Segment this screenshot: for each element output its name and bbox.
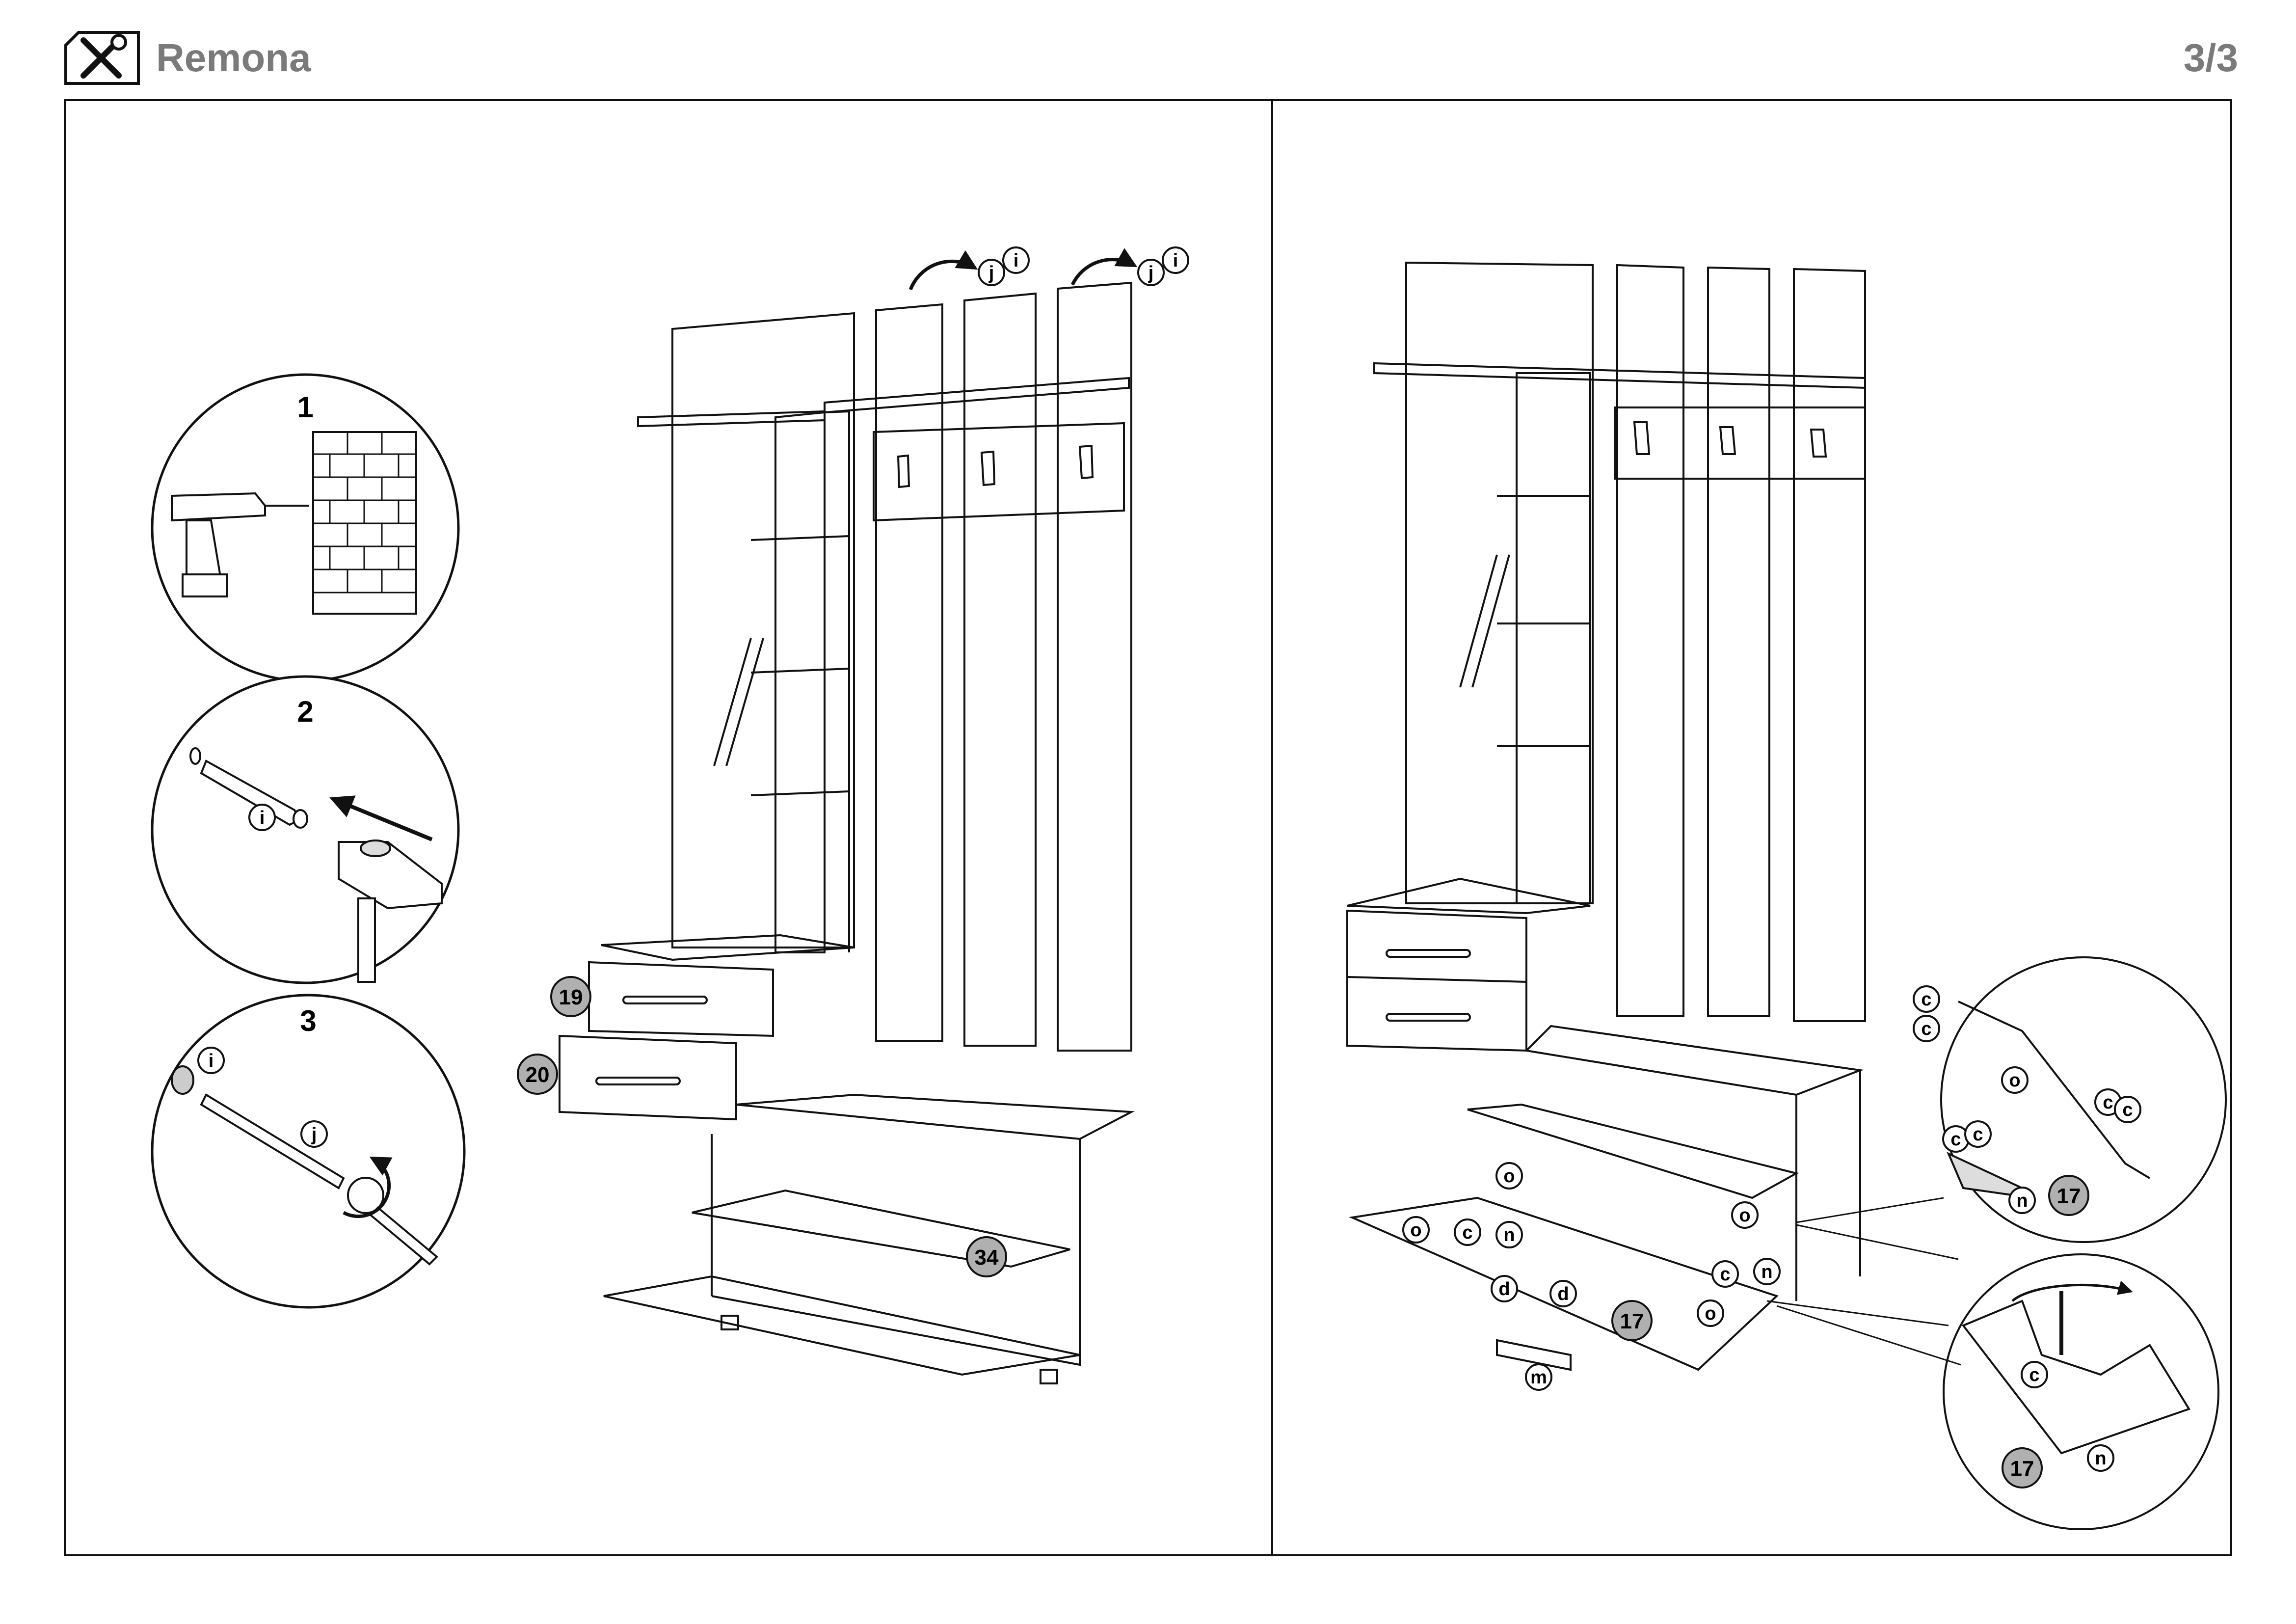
hardware-c-label: c (2029, 1365, 2039, 1385)
hardware-o-label: o (1705, 1303, 1716, 1324)
wardrobe-right (1346, 261, 2227, 1530)
part-19-label: 19 (559, 985, 583, 1009)
hardware-o-label: o (1739, 1205, 1750, 1226)
part-17-label-hinge-bottom: 17 (2010, 1457, 2034, 1481)
hardware-c-label: c (1921, 989, 1931, 1010)
diagram-frame (64, 99, 2232, 1556)
wardrobe-left (559, 248, 1138, 1384)
hardware-i-label: i (260, 808, 265, 828)
part-34-label: 34 (975, 1245, 999, 1270)
hardware-d-label: d (1498, 1279, 1510, 1299)
drill-into-wall-illustration (171, 431, 417, 615)
part-17-label-hinge-top: 17 (2057, 1184, 2081, 1208)
hardware-n-label: n (2095, 1448, 2106, 1469)
step3-circle (151, 994, 466, 1309)
hardware-m-label: m (1530, 1367, 1547, 1388)
hardware-c-label: c (2122, 1100, 2133, 1120)
hardware-n-label: n (2016, 1191, 2028, 1211)
hardware-o-label: o (2009, 1070, 2020, 1091)
hardware-c-label: c (1720, 1264, 1730, 1285)
panel-divider (1271, 99, 1273, 1556)
hardware-d-label: d (1557, 1284, 1569, 1304)
hardware-c-label: c (2103, 1092, 2113, 1113)
hardware-n-label: n (1761, 1262, 1772, 1282)
dowel-hammer-illustration (189, 747, 443, 983)
hardware-o-label: o (1503, 1166, 1515, 1187)
step2-circle (151, 675, 460, 984)
hardware-n-label: n (1503, 1225, 1515, 1245)
hardware-c-label: c (1921, 1019, 1931, 1039)
hardware-c-label: c (1950, 1129, 1961, 1150)
screw-illustration (171, 1065, 438, 1266)
hardware-j-label: j (988, 263, 994, 283)
part-17-label-door: 17 (1620, 1309, 1644, 1333)
tools-icon (64, 30, 140, 85)
hardware-o-label: o (1410, 1220, 1421, 1241)
hardware-i-label: i (1014, 250, 1019, 271)
hardware-i-label: i (1173, 250, 1178, 271)
hardware-c-label: c (1973, 1124, 1983, 1145)
hardware-c-label: c (1462, 1222, 1472, 1243)
part-20-label: 20 (526, 1063, 550, 1087)
page-number: 3/3 (2183, 36, 2238, 80)
hardware-i-label: i (209, 1051, 214, 1071)
hardware-j-label: j (311, 1124, 317, 1145)
step3-number: 3 (300, 1004, 316, 1037)
hardware-j-label: j (1148, 263, 1154, 283)
page-title: Remona (156, 36, 311, 80)
step2-number: 2 (297, 695, 313, 728)
step1-number: 1 (297, 391, 313, 424)
